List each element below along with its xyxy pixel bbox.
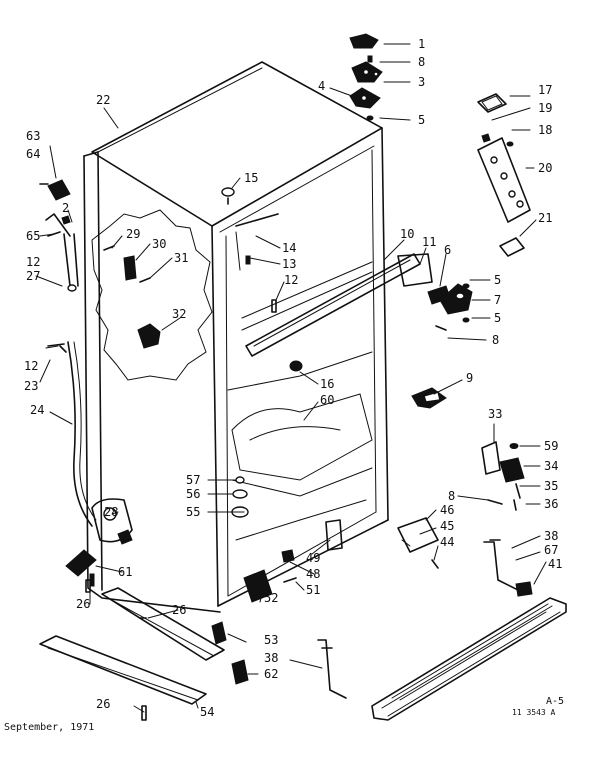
cabinet-shell <box>83 61 389 613</box>
callout-33: 33 <box>488 407 502 421</box>
callout-65: 65 <box>26 229 40 243</box>
callout-31: 31 <box>174 251 188 265</box>
callout-3: 3 <box>418 75 425 89</box>
callout-56: 56 <box>186 487 200 501</box>
shelf-rail <box>245 253 433 357</box>
callout-48: 48 <box>306 567 320 581</box>
cabinet-screws <box>221 187 303 372</box>
callout-9: 9 <box>466 371 473 385</box>
callout-54: 54 <box>200 705 214 719</box>
callout-55: 55 <box>186 505 200 519</box>
front-lower-parts <box>211 519 343 685</box>
callout-29: 29 <box>126 227 140 241</box>
callout-labels: 1 8 3 4 5 22 17 19 18 20 21 63 64 2 65 1… <box>24 37 562 719</box>
callout-5: 5 <box>494 273 501 287</box>
callout-41: 41 <box>548 557 562 571</box>
leader-lines <box>35 43 547 713</box>
callout-4: 4 <box>318 79 325 93</box>
callout-7: 7 <box>494 293 501 307</box>
lower-brackets <box>483 539 533 597</box>
cutaway-parts <box>103 245 161 349</box>
callout-14: 14 <box>282 241 296 255</box>
hose <box>65 549 97 587</box>
callout-62: 62 <box>264 667 278 681</box>
callout-60: 60 <box>320 393 334 407</box>
callout-10: 10 <box>400 227 414 241</box>
callout-45: 45 <box>440 519 454 533</box>
callout-16: 16 <box>320 377 334 391</box>
hinge-plate-lower <box>397 517 439 569</box>
right-bracket-parts <box>481 441 525 511</box>
callout-15: 15 <box>244 171 258 185</box>
base-grille <box>371 597 567 721</box>
callout-53: 53 <box>264 633 278 647</box>
footer-date: September, 1971 <box>4 722 95 733</box>
footer-sheet: A-5 <box>546 696 565 707</box>
callout-22: 22 <box>96 93 110 107</box>
left-hinge-parts <box>39 179 79 292</box>
callout-38: 38 <box>544 529 558 543</box>
callout-67: 67 <box>544 543 558 557</box>
callout-59: 59 <box>544 439 558 453</box>
callout-26: 26 <box>172 603 186 617</box>
callout-5: 5 <box>418 113 425 127</box>
door-hinge-bracket <box>427 283 473 331</box>
center-lower-bracket <box>317 639 347 699</box>
callout-12: 12 <box>24 359 38 373</box>
callout-17: 17 <box>538 83 552 97</box>
callout-13: 13 <box>282 257 296 271</box>
callout-23: 23 <box>24 379 38 393</box>
callout-44: 44 <box>440 535 454 549</box>
top-hinge-assembly <box>349 33 383 121</box>
callout-12: 12 <box>284 273 298 287</box>
callout-27: 27 <box>26 269 40 283</box>
callout-34: 34 <box>544 459 558 473</box>
callout-18: 18 <box>538 123 552 137</box>
callout-35: 35 <box>544 479 558 493</box>
callout-8: 8 <box>418 55 425 69</box>
callout-57: 57 <box>186 473 200 487</box>
callout-26: 26 <box>76 597 90 611</box>
footer-drawing-number: 11 3543 A <box>512 708 556 717</box>
callout-49: 49 <box>306 551 320 565</box>
callout-28: 28 <box>104 505 118 519</box>
callout-36: 36 <box>544 497 558 511</box>
callout-52: 52 <box>264 591 278 605</box>
drain-pan <box>91 498 133 545</box>
callout-2: 2 <box>62 201 69 215</box>
callout-51: 51 <box>306 583 320 597</box>
callout-12: 12 <box>26 255 40 269</box>
callout-8: 8 <box>448 489 455 503</box>
callout-5: 5 <box>494 311 501 325</box>
callout-46: 46 <box>440 503 454 517</box>
callout-6: 6 <box>444 243 451 257</box>
callout-11: 11 <box>422 235 436 249</box>
callout-24: 24 <box>30 403 44 417</box>
callout-8: 8 <box>492 333 499 347</box>
door-latch <box>411 387 447 409</box>
callout-63: 63 <box>26 129 40 143</box>
callout-26: 26 <box>96 697 110 711</box>
callout-21: 21 <box>538 211 552 225</box>
drain-tube <box>47 341 97 527</box>
insulation-cutaway <box>91 209 213 381</box>
callout-30: 30 <box>152 237 166 251</box>
callout-20: 20 <box>538 161 552 175</box>
callout-19: 19 <box>538 101 552 115</box>
callout-1: 1 <box>418 37 425 51</box>
callout-32: 32 <box>172 307 186 321</box>
callout-61: 61 <box>118 565 132 579</box>
callout-64: 64 <box>26 147 40 161</box>
door-hinge-plate <box>477 93 531 257</box>
callout-38: 38 <box>264 651 278 665</box>
